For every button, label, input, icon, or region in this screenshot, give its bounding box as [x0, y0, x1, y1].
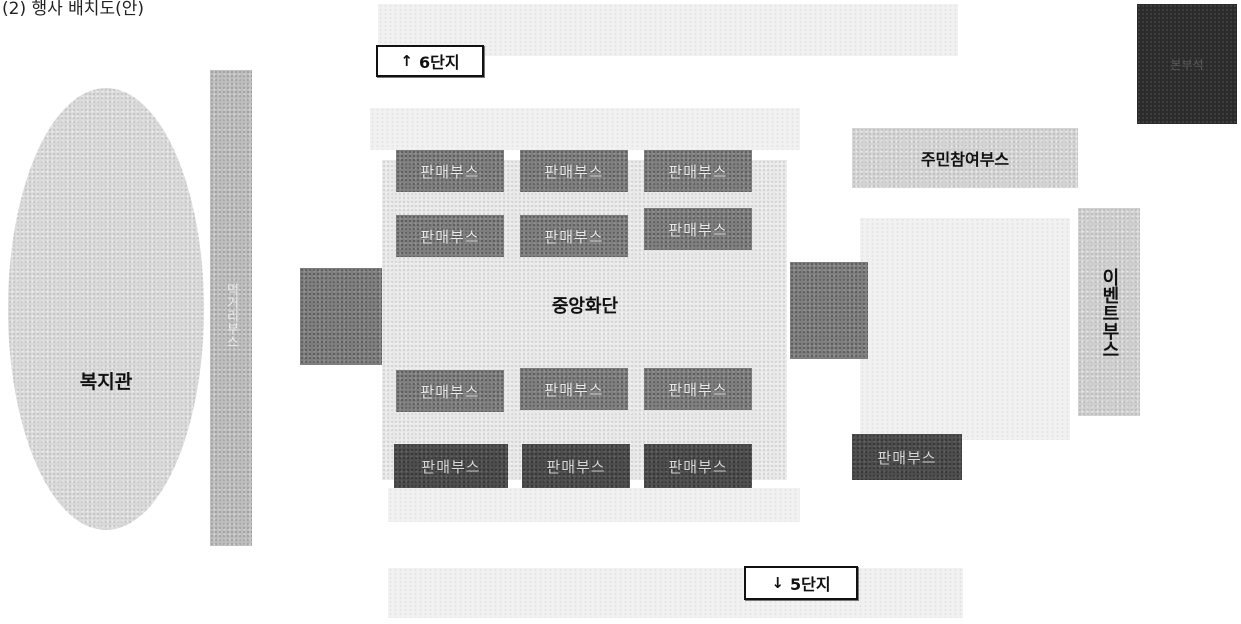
long-vertical-booth-label: 먹거리부스: [223, 282, 239, 348]
sales-booth: 판매부스: [520, 368, 628, 410]
sales-booth: 판매부스: [522, 444, 630, 488]
sales-booth: 판매부스: [396, 215, 504, 257]
direction-sign-up-label: 6단지: [419, 53, 460, 72]
event-booth-label: 이벤트부스: [1098, 268, 1120, 358]
central-flower-bed-area: [382, 160, 787, 480]
corner-booth: [1137, 4, 1237, 124]
direction-sign-up: ↑ 6단지: [376, 45, 484, 77]
event-booth: [1078, 208, 1140, 416]
lower-walkway: [388, 488, 800, 522]
sales-booth: 판매부스: [644, 208, 752, 250]
sales-booth-right: 판매부스: [852, 434, 962, 480]
welfare-center-label: 복지관: [79, 370, 133, 393]
resident-participation-booth: 주민참여부스: [852, 128, 1078, 188]
corner-booth-label: 본부석: [1170, 57, 1204, 72]
sales-booth: 판매부스: [396, 370, 504, 412]
arrow-up-icon: ↑: [400, 52, 413, 70]
direction-sign-down-label: 5단지: [790, 575, 831, 594]
direction-sign-down: ↓ 5단지: [744, 566, 858, 600]
bottom-walkway: [388, 568, 963, 618]
sales-booth: 판매부스: [644, 368, 752, 410]
sales-booth: 판매부스: [520, 215, 628, 257]
diagram-heading: (2) 행사 배치도(안): [2, 0, 144, 19]
sales-booth: 판매부스: [396, 150, 504, 192]
long-vertical-booth: [210, 70, 252, 546]
upper-walkway: [370, 108, 800, 150]
sales-booth: 판매부스: [644, 444, 752, 488]
arrow-down-icon: ↓: [771, 574, 784, 592]
sales-booth: 판매부스: [520, 150, 628, 192]
welfare-center-area: [8, 88, 204, 530]
sales-booth: 판매부스: [394, 444, 508, 488]
right-square-booth: [790, 262, 868, 359]
central-flower-bed-label: 중앙화단: [551, 296, 619, 317]
right-plaza: [860, 218, 1070, 440]
sales-booth: 판매부스: [644, 150, 752, 192]
left-square-booth: [300, 268, 382, 365]
